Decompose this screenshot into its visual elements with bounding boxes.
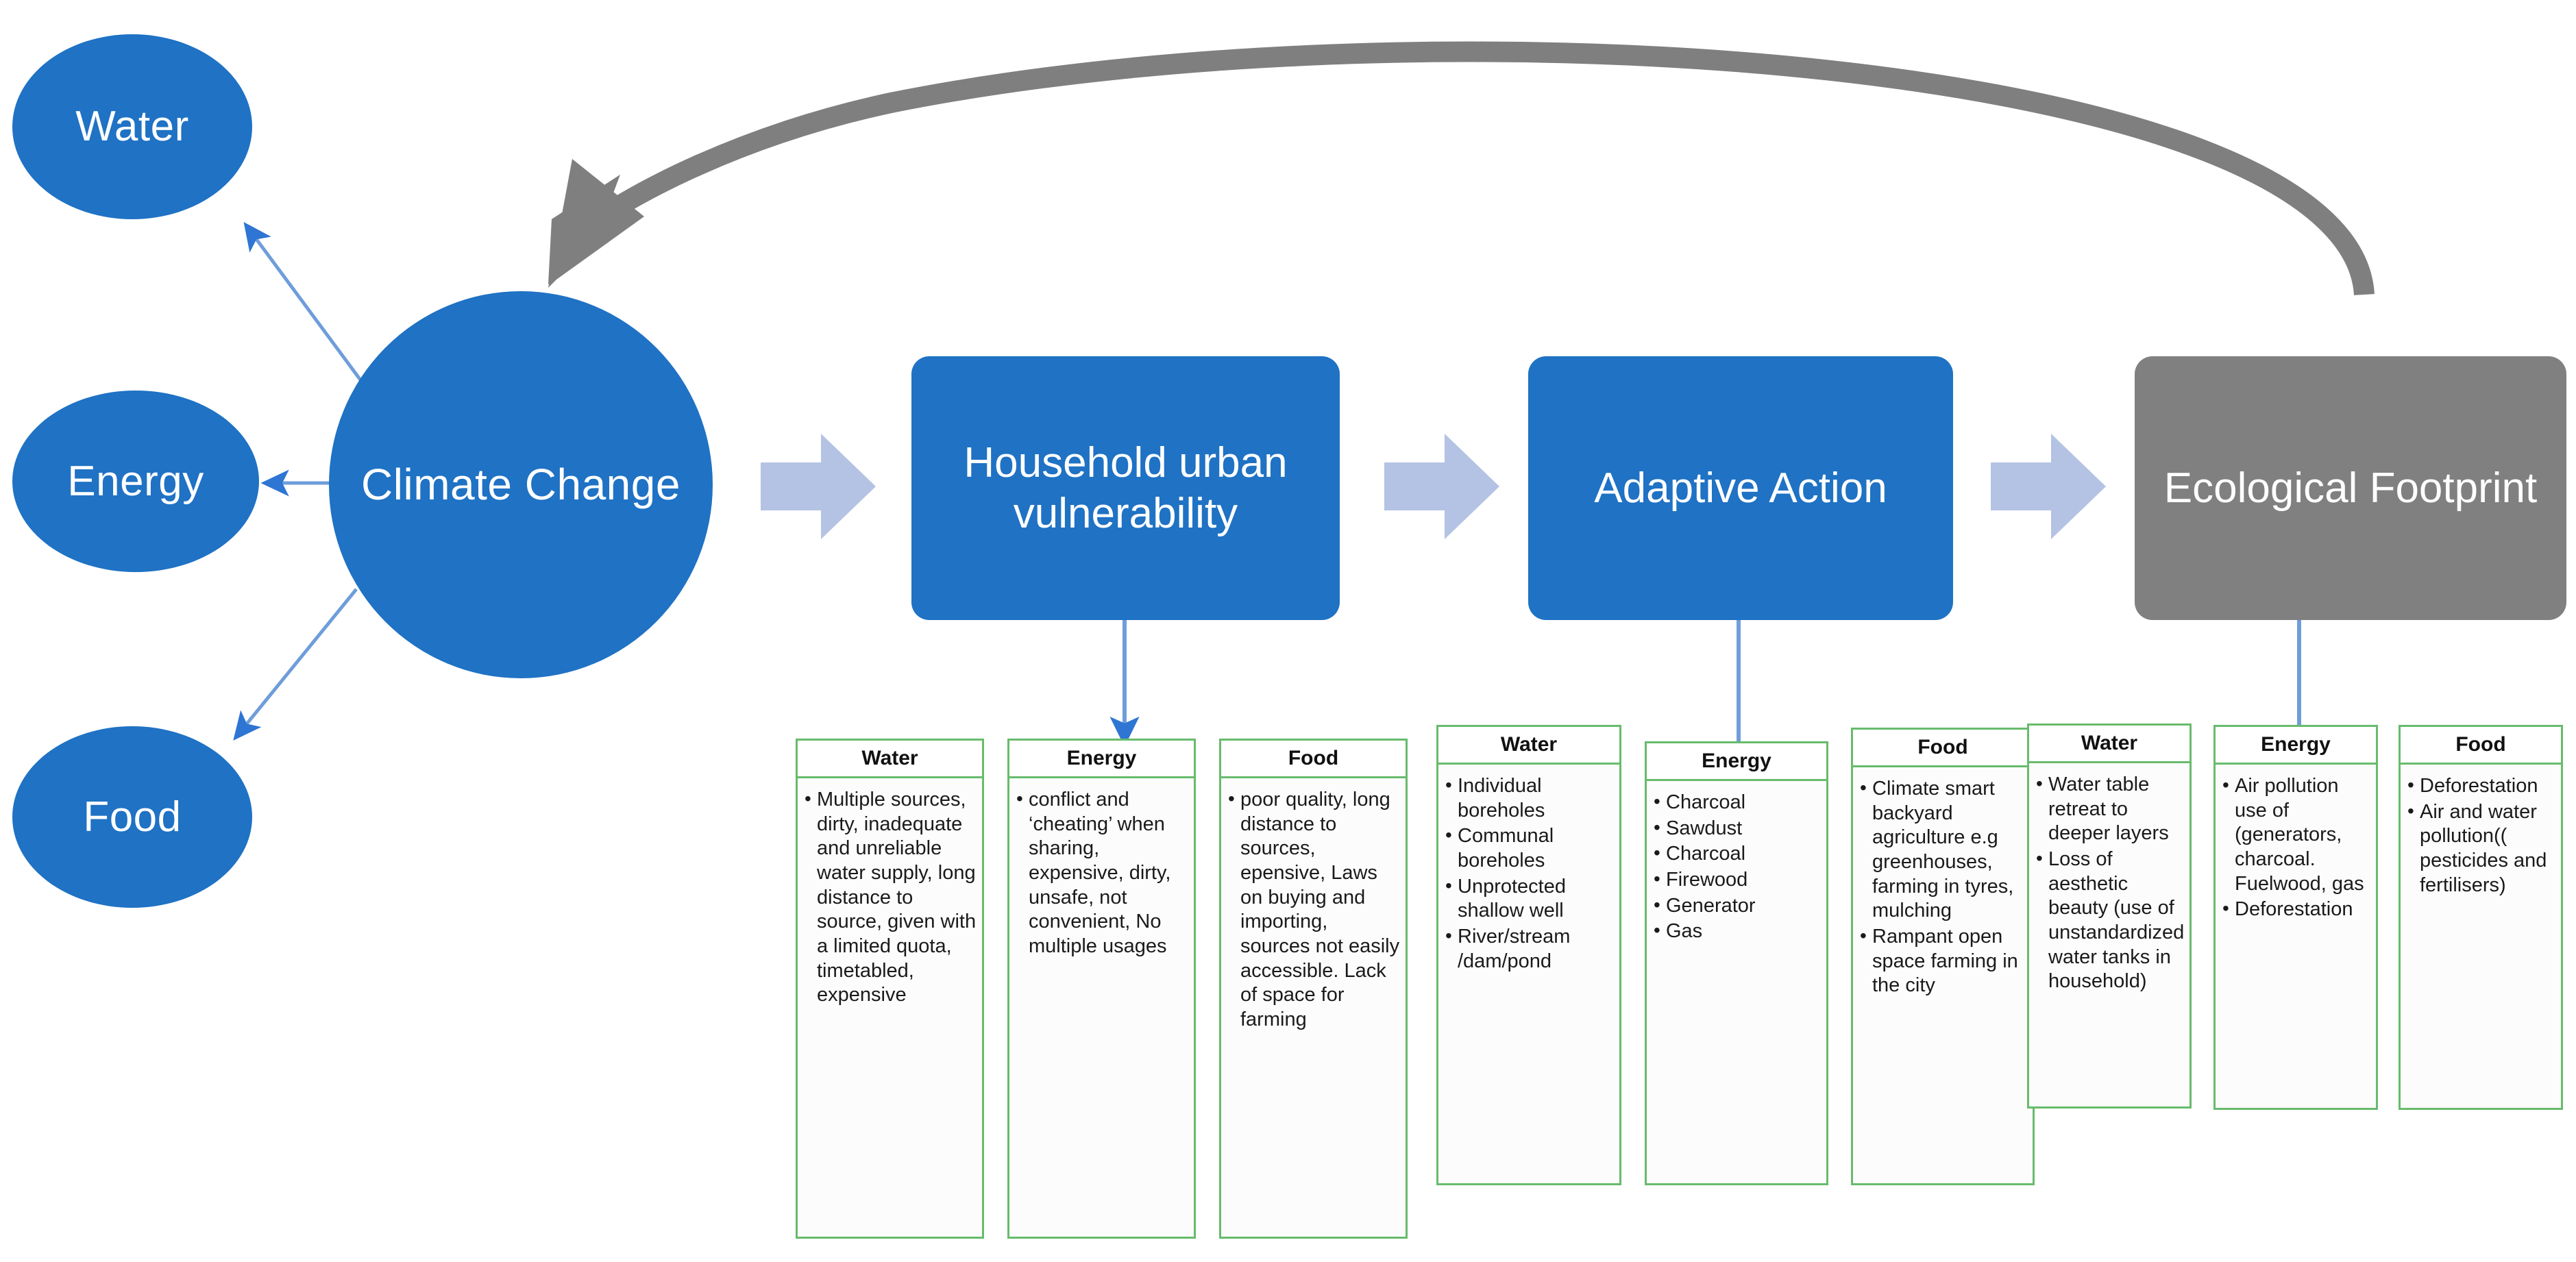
chevron-arrow-3 (1991, 428, 2107, 545)
chevron-arrow-1 (761, 428, 877, 545)
list-item: Generator (1652, 893, 1822, 919)
link-climate-to-water (243, 221, 365, 385)
card-hh-water[interactable]: Water Multiple sources, dirty, inadequat… (796, 739, 984, 1239)
list-item: Water table retreat to deeper layers (2035, 772, 2185, 846)
stage-ecological-footprint-label: Ecological Footprint (2163, 464, 2538, 512)
card-eco-water-list: Water table retreat to deeper layers Los… (2035, 772, 2185, 994)
card-adaptive-energy-body: Charcoal Sawdust Charcoal Firewood Gener… (1645, 781, 1828, 1185)
stage-adaptive-action[interactable]: Adaptive Action (1528, 356, 1953, 620)
hub-climate-change[interactable]: Climate Change (329, 291, 713, 678)
list-item: Loss of aesthetic beauty (use of unstand… (2035, 847, 2185, 994)
card-hh-energy-list: conflict and ‘cheating’ when sharing, ex… (1015, 787, 1190, 959)
nexus-node-food-label: Food (83, 793, 182, 841)
stage-household-urban-vulnerability[interactable]: Household urban vulnerability (911, 356, 1340, 620)
list-item: conflict and ‘cheating’ when sharing, ex… (1015, 787, 1190, 959)
list-item: Gas (1652, 919, 1822, 944)
card-hh-food-list: poor quality, long distance to sources, … (1227, 787, 1401, 1032)
list-item: Unprotected shallow well (1444, 874, 1615, 924)
list-item: Charcoal (1652, 790, 1822, 815)
list-item: River/stream /dam/pond (1444, 924, 1615, 974)
hub-climate-change-label: Climate Change (361, 459, 680, 509)
card-hh-food-body: poor quality, long distance to sources, … (1219, 778, 1408, 1239)
card-adaptive-food-title: Food (1851, 728, 2035, 767)
card-eco-food-list: Deforestation Air and water pollution(( … (2406, 774, 2557, 898)
list-item: Communal boreholes (1444, 824, 1615, 873)
card-eco-food[interactable]: Food Deforestation Air and water polluti… (2399, 725, 2563, 1110)
card-adaptive-water-list: Individual boreholes Communal boreholes … (1444, 774, 1615, 974)
stage-household-urban-vulnerability-label: Household urban vulnerability (964, 439, 1288, 537)
card-adaptive-energy-title: Energy (1645, 741, 1828, 781)
list-item: Firewood (1652, 867, 1822, 893)
list-item: Air pollution use of (generators, charco… (2221, 774, 2372, 896)
card-adaptive-energy[interactable]: Energy Charcoal Sawdust Charcoal Firewoo… (1645, 741, 1828, 1185)
list-item: poor quality, long distance to sources, … (1227, 787, 1401, 1032)
card-eco-energy[interactable]: Energy Air pollution use of (generators,… (2213, 725, 2378, 1110)
list-item: Rampant open space farming in the city (1859, 924, 2028, 998)
list-item: Sawdust (1652, 816, 1822, 841)
list-item: Deforestation (2221, 897, 2372, 922)
stage-adaptive-action-label: Adaptive Action (1594, 464, 1887, 512)
list-item: Multiple sources, dirty, inadequate and … (803, 787, 978, 1008)
card-adaptive-water-body: Individual boreholes Communal boreholes … (1436, 765, 1621, 1185)
card-hh-food[interactable]: Food poor quality, long distance to sour… (1219, 739, 1408, 1239)
list-item: Charcoal (1652, 841, 1822, 867)
list-item: Individual boreholes (1444, 774, 1615, 823)
card-hh-water-body: Multiple sources, dirty, inadequate and … (796, 778, 984, 1239)
card-adaptive-food-body: Climate smart backyard agriculture e.g g… (1851, 767, 2035, 1185)
card-eco-water[interactable]: Water Water table retreat to deeper laye… (2027, 723, 2192, 1109)
card-eco-water-body: Water table retreat to deeper layers Los… (2027, 763, 2192, 1109)
card-eco-food-body: Deforestation Air and water pollution(( … (2399, 765, 2563, 1110)
stage-ecological-footprint[interactable]: Ecological Footprint (2135, 356, 2566, 620)
card-hh-energy-body: conflict and ‘cheating’ when sharing, ex… (1007, 778, 1196, 1239)
card-eco-food-title: Food (2399, 725, 2563, 765)
list-item: Air and water pollution(( pesticides and… (2406, 800, 2557, 898)
card-hh-energy[interactable]: Energy conflict and ‘cheating’ when shar… (1007, 739, 1196, 1239)
card-hh-food-title: Food (1219, 739, 1408, 778)
card-eco-energy-title: Energy (2213, 725, 2378, 765)
card-eco-energy-body: Air pollution use of (generators, charco… (2213, 765, 2378, 1110)
card-adaptive-energy-list: Charcoal Sawdust Charcoal Firewood Gener… (1652, 790, 1822, 944)
nexus-node-water[interactable]: Water (12, 34, 252, 219)
card-adaptive-food-list: Climate smart backyard agriculture e.g g… (1859, 776, 2028, 998)
card-eco-water-title: Water (2027, 723, 2192, 763)
card-adaptive-water[interactable]: Water Individual boreholes Communal bore… (1436, 725, 1621, 1185)
card-eco-energy-list: Air pollution use of (generators, charco… (2221, 774, 2372, 922)
chevron-arrow-2 (1384, 428, 1501, 545)
card-hh-water-list: Multiple sources, dirty, inadequate and … (803, 787, 978, 1008)
nexus-node-energy[interactable]: Energy (12, 391, 259, 572)
nexus-node-energy-label: Energy (67, 457, 204, 505)
card-adaptive-water-title: Water (1436, 725, 1621, 765)
nexus-node-food[interactable]: Food (12, 726, 252, 908)
card-hh-water-title: Water (796, 739, 984, 778)
card-adaptive-food[interactable]: Food Climate smart backyard agriculture … (1851, 728, 2035, 1185)
list-item: Deforestation (2406, 774, 2557, 799)
feedback-arrow (548, 41, 2375, 296)
link-climate-to-food (233, 588, 358, 741)
list-item: Climate smart backyard agriculture e.g g… (1859, 776, 2028, 924)
nexus-node-water-label: Water (75, 103, 189, 151)
card-hh-energy-title: Energy (1007, 739, 1196, 778)
